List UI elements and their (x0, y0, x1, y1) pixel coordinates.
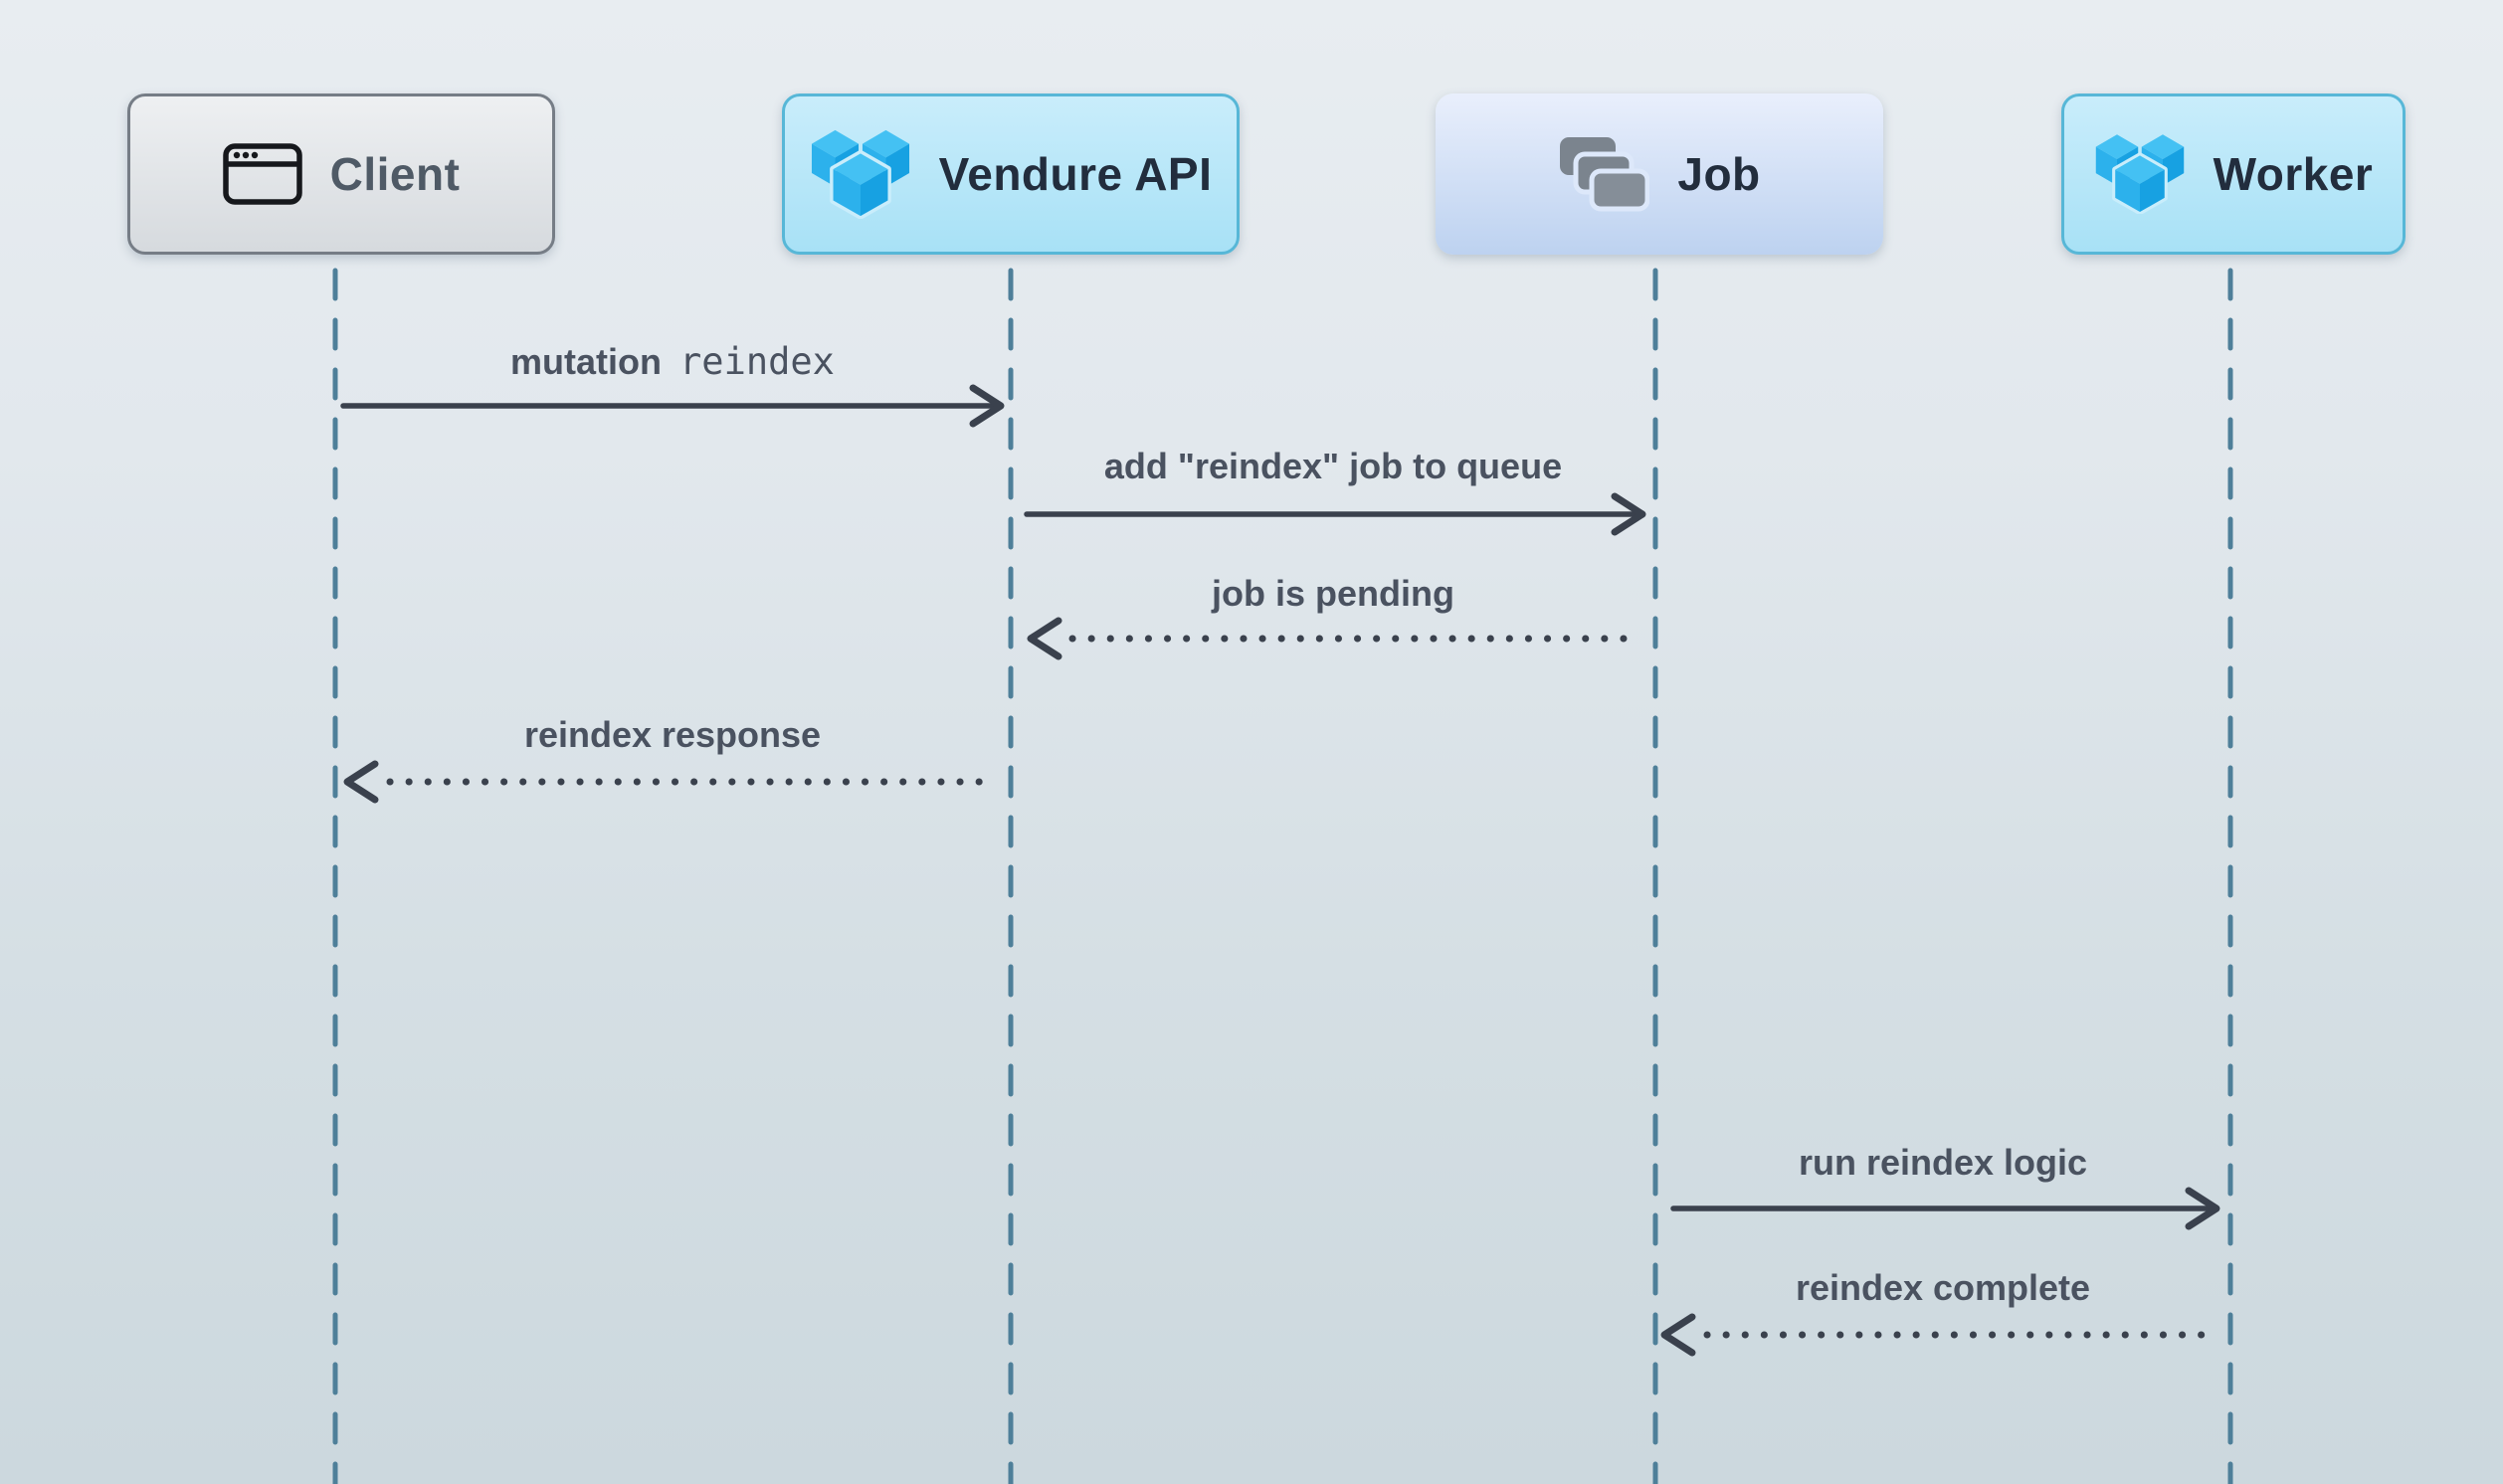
message-label-reindex-response: reindex response (523, 714, 822, 755)
browser-window-icon (222, 143, 302, 205)
message-label-job-is-pending: job is pending (1212, 573, 1454, 614)
message-label-reindex-complete: reindex complete (1795, 1267, 2091, 1308)
actor-label-job: Job (1677, 148, 1761, 200)
message-label-run-reindex-logic: run reindex logic (1798, 1142, 2088, 1183)
message-text: mutation (510, 341, 663, 382)
job-queue-icon (1560, 137, 1650, 212)
message-label-mutation-reindex: mutation reindex (510, 340, 835, 383)
arrow-reindex-complete (1660, 1313, 2214, 1357)
arrow-run-reindex-logic (1670, 1187, 2220, 1230)
arrow-reindex-response (343, 760, 999, 804)
arrow-add-job-to-queue (1024, 492, 1646, 536)
actor-worker: Worker (2061, 93, 2406, 255)
actor-vendure-api: Vendure API (782, 93, 1240, 255)
arrow-mutation-reindex (340, 384, 1005, 428)
actor-label-worker: Worker (2213, 148, 2374, 200)
actor-label-client: Client (329, 148, 461, 200)
actor-label-vendure-api: Vendure API (938, 148, 1213, 200)
arrow-job-is-pending (1027, 617, 1643, 660)
actor-job: Job (1436, 93, 1883, 255)
vendure-logo-icon (2095, 134, 2184, 214)
actor-client: Client (127, 93, 555, 255)
message-label-add-job-to-queue: add "reindex" job to queue (1103, 446, 1563, 486)
vendure-logo-icon (811, 129, 909, 219)
message-code-text: reindex (679, 340, 835, 383)
